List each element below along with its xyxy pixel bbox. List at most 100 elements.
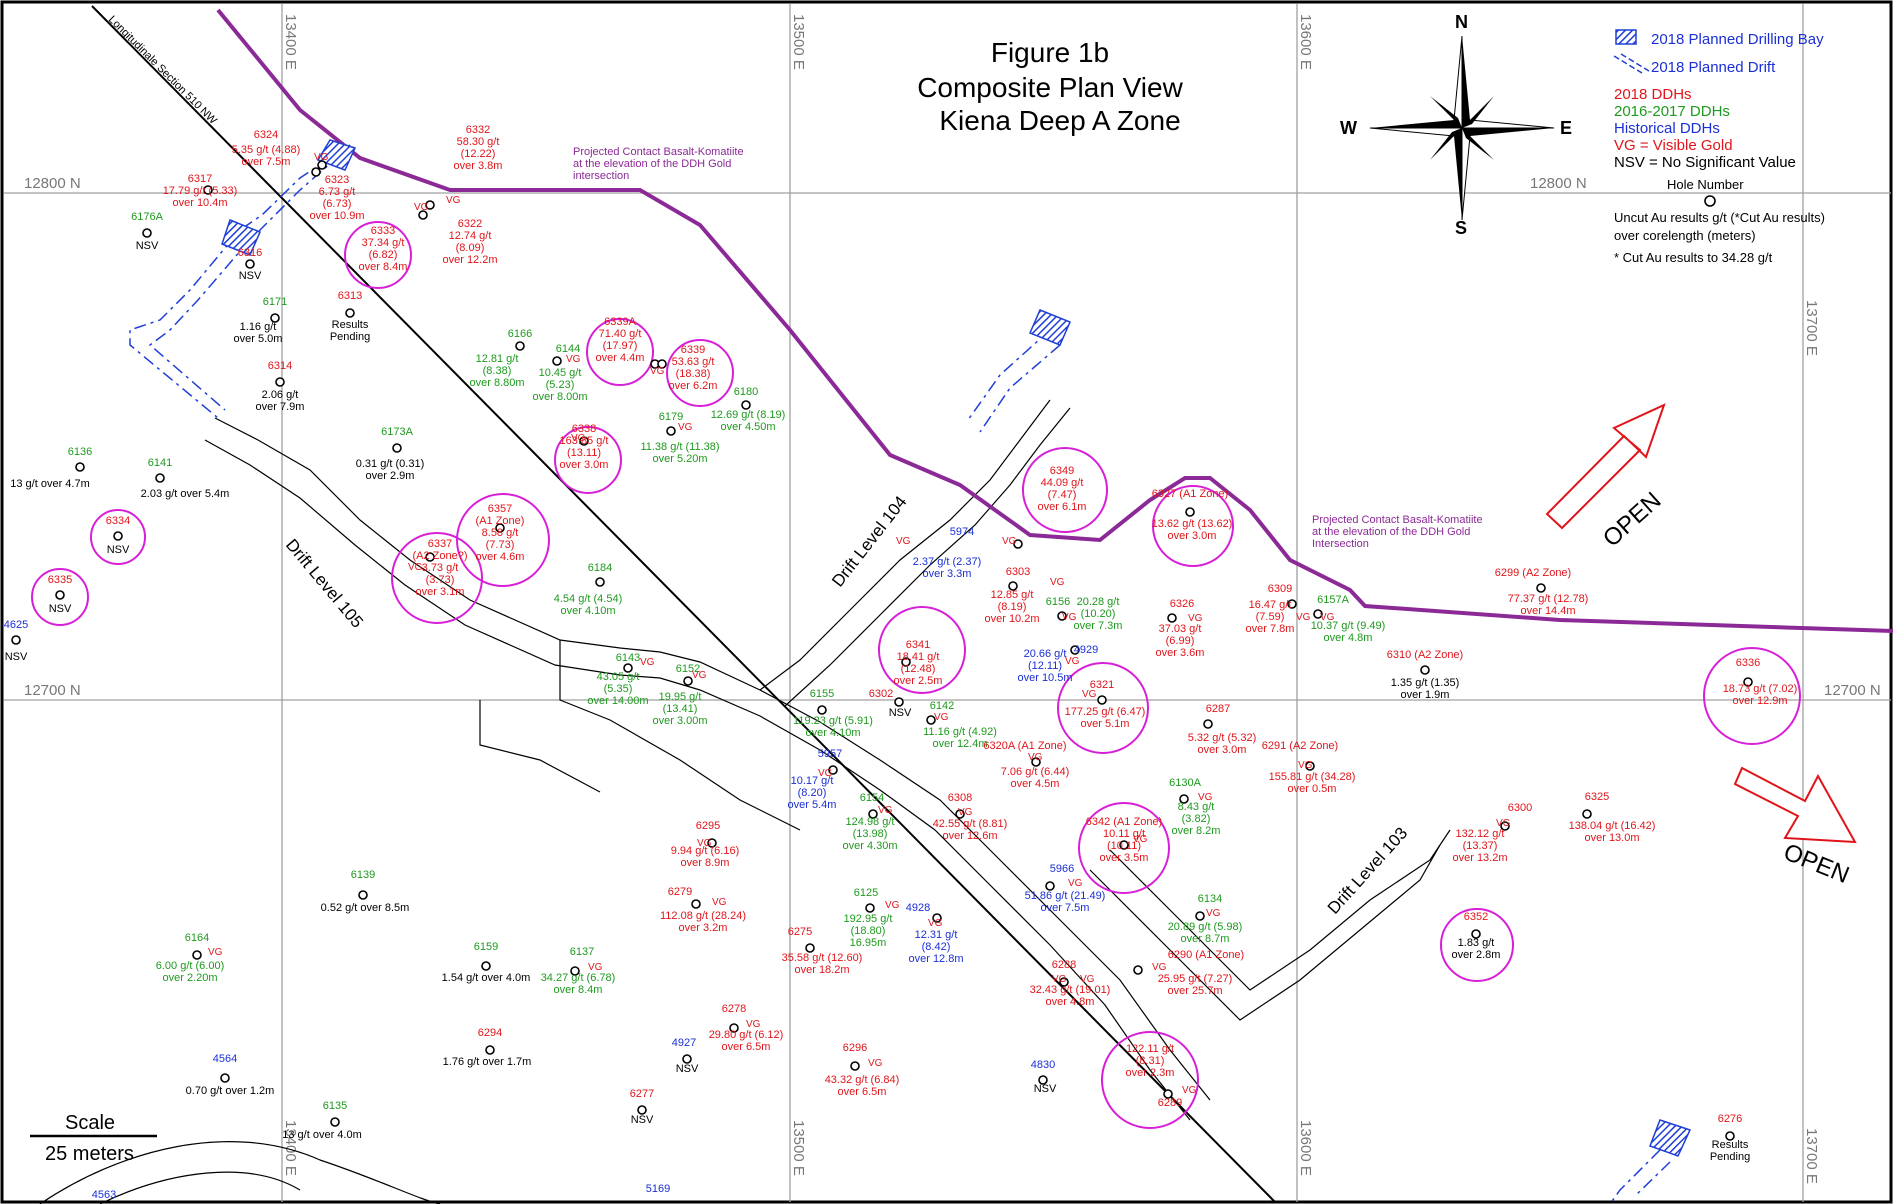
hole-label-line: 42.55 g/t (8.81) — [933, 818, 1008, 830]
longitudinal-section-line — [91, 5, 1276, 1203]
hole-label: 29.80 g/t (6.12)over 6.5m — [709, 1029, 784, 1053]
hole-label-line: 122.11 g/t — [1126, 1043, 1174, 1055]
hole-label-line: 6294 — [478, 1027, 502, 1039]
planned-bay-4 — [1649, 1119, 1692, 1157]
hole-label-line: 20.89 g/t (5.98) — [1168, 921, 1243, 933]
hole-label: 6166 — [508, 328, 532, 340]
hole-label-line: over 13.0m — [1584, 832, 1639, 844]
hole-label: 6326 — [1170, 598, 1194, 610]
hole-label: 51.86 g/t (21.49)over 7.5m — [1025, 890, 1106, 914]
hole-label: 6288 — [1052, 959, 1076, 971]
hole-label-line: 71.40 g/t — [599, 328, 642, 340]
hole-label-line: 58.30 g/t — [457, 136, 500, 148]
hole-label: 6325 — [1585, 791, 1609, 803]
hole-label-line: 6134 — [1198, 893, 1222, 905]
vg-mark: VG — [1296, 612, 1311, 623]
hole-label-line: 6176A — [131, 211, 163, 223]
hole-label-line: (13.11) — [567, 447, 601, 459]
vg-mark: VG — [818, 768, 833, 779]
hole-label-line: (5.23) — [546, 379, 575, 391]
hole-label-line: 51.86 g/t (21.49) — [1025, 890, 1106, 902]
vg-mark: VG — [1298, 760, 1313, 771]
compass-n-light — [1453, 35, 1463, 130]
hole-label-line: over 12.6m — [942, 830, 997, 842]
hole-label: 6275 — [788, 926, 812, 938]
vg-mark: VG — [1182, 1085, 1197, 1096]
hole-label-line: 1.16 g/t — [240, 321, 277, 333]
hole-label-line: 7.06 g/t (6.44) — [1001, 766, 1070, 778]
drift-level-103-label: Drift Level 103 — [1324, 823, 1411, 917]
hole-label: 9.94 g/t (6.16)over 8.9m — [671, 845, 740, 869]
hole-label-line: 3.73 g/t — [422, 562, 459, 574]
legend-nsv: NSV = No Significant Value — [1614, 154, 1796, 171]
hole-label: 6290 (A1 Zone) — [1168, 949, 1244, 961]
hole-label-line: 6295 — [696, 820, 720, 832]
hole-label-line: (12.11) — [1028, 660, 1062, 672]
hole-label: 6308 — [948, 792, 972, 804]
contact-label-2: Projected Contact Basalt-Komatiite at th… — [1312, 514, 1483, 550]
vg-mark: VG — [314, 152, 329, 163]
hole-label: 13 g/t over 4.0m — [282, 1129, 362, 1141]
hole-label-line: 6279 — [668, 886, 692, 898]
drift-level-105-label: Drift Level 105 — [282, 535, 367, 631]
hole-label: 7.06 g/t (6.44)over 4.5m — [1001, 766, 1070, 790]
grid — [4, 4, 1891, 1202]
contact-label-2-line-1: Projected Contact Basalt-Komatiite — [1312, 514, 1483, 526]
hole-label-line: 4625 — [4, 619, 28, 631]
hole-label-line: 6179 — [659, 411, 683, 423]
hole-label-line: 6323 — [325, 174, 349, 186]
hole-label-line: 6313 — [338, 290, 362, 302]
hole-label-line: 6156 — [1046, 596, 1070, 608]
hole-label-line: NSV — [1034, 1083, 1057, 1095]
vg-mark: VG — [446, 195, 461, 206]
hole-label: 6157A — [1317, 594, 1349, 606]
hole-label-line: 6337 — [428, 538, 452, 550]
open-arrow-se-shape — [1733, 766, 1857, 844]
contact-label-1-line-3: intersection — [573, 170, 629, 182]
hole-label-line: over 4.5m — [1011, 778, 1060, 790]
hole-label-line: over 0.5m — [1288, 783, 1337, 795]
hole-label-line: over 6.2m — [669, 380, 718, 392]
hole-label-line: 18.41 g/t — [897, 651, 940, 663]
hole-label-line: 6173A — [381, 426, 413, 438]
hole-label: 6135 — [323, 1100, 347, 1112]
hole-label: 37.03 g/t(6.99)over 3.6m — [1156, 623, 1205, 659]
planned-bay-1 — [316, 139, 357, 171]
grid-label-12700n-left: 12700 N — [24, 682, 81, 699]
hole-label-line: 32.43 g/t (19.01) — [1030, 984, 1111, 996]
compass-sw — [1430, 128, 1462, 160]
vg-mark: VG — [1152, 962, 1167, 973]
hole-label-line: 12.31 g/t — [915, 929, 958, 941]
compass-s-light — [1461, 126, 1471, 221]
hole-label: 132.12 g/t(13.37)over 13.2m — [1452, 828, 1507, 864]
hole-label: 6278 — [722, 1003, 746, 1015]
hole-label-line: 6321 — [1090, 679, 1114, 691]
open-label-se: OPEN — [1780, 839, 1853, 890]
hole-label-line: over 18.2m — [794, 964, 849, 976]
contact-label-2-line-3: Intersection — [1312, 538, 1369, 550]
hole-label-line: over 4.8m — [1324, 632, 1373, 644]
legend: 2018 Planned Drilling Bay 2018 Planned D… — [1613, 29, 1825, 265]
hole-label-line: over 2.5m — [894, 675, 943, 687]
compass-rose: N S E W — [1340, 12, 1572, 238]
hole-label-line: over 4.50m — [720, 421, 775, 433]
hole-label-line: over 10.9m — [309, 210, 364, 222]
legend-uncut-1: Uncut Au results g/t (*Cut Au results) — [1614, 210, 1825, 225]
grid-label-12800n-right: 12800 N — [1530, 175, 1587, 192]
hole-label: 8.43 g/t(3.82)over 8.2m — [1172, 801, 1221, 837]
projected-contact-line — [216, 8, 1893, 633]
compass-s-label: S — [1455, 218, 1467, 238]
hole-label-line: 29.80 g/t (6.12) — [709, 1029, 784, 1041]
hole-label-line: 6317 — [188, 173, 212, 185]
hole-label-line: over 12.8m — [908, 953, 963, 965]
hole-label-line: 6325 — [1585, 791, 1609, 803]
hole-label-line: 0.52 g/t over 8.5m — [321, 902, 410, 914]
hole-label-line: 6314 — [268, 360, 292, 372]
figure-title-line-2: Composite Plan View — [917, 72, 1183, 103]
contact-label-1: Projected Contact Basalt-Komatiite at th… — [573, 146, 744, 182]
planned-bay-2 — [221, 219, 261, 256]
hole-label: 6289 — [1158, 1097, 1182, 1109]
hole-label-line: (6.82) — [369, 249, 398, 261]
